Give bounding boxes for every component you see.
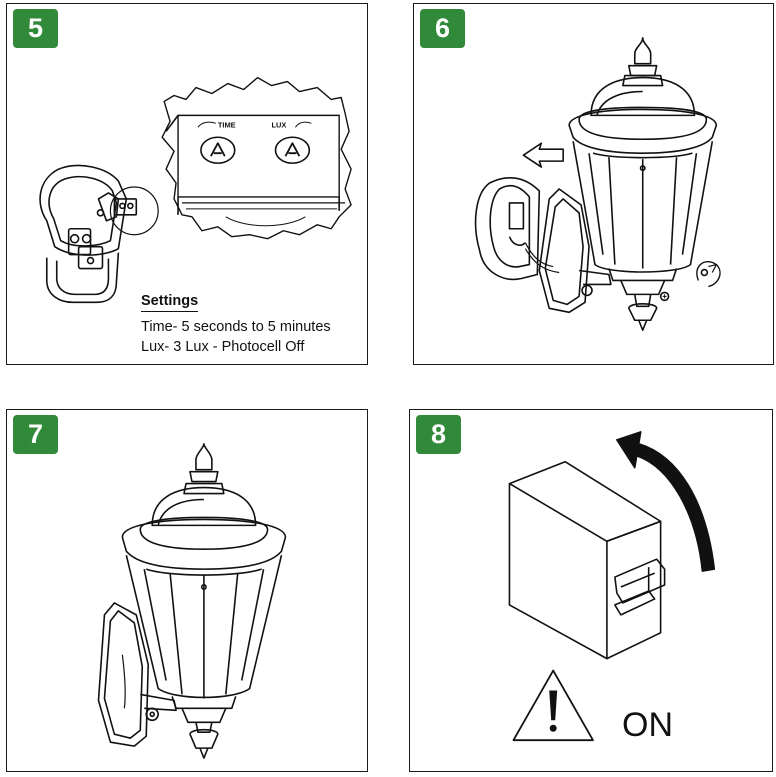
settings-heading: Settings — [141, 291, 199, 312]
lantern-assembly-illustration — [474, 37, 721, 331]
curved-arrow-icon — [616, 431, 716, 572]
warning-triangle-icon — [512, 669, 594, 742]
time-knob-label: TIME — [218, 120, 236, 129]
lux-knob-label: LUX — [272, 120, 287, 129]
settings-lux-line: Lux- 3 Lux - Photocell Off — [141, 339, 305, 355]
step-number-badge: 5 — [13, 9, 58, 48]
magnified-controls — [161, 76, 352, 240]
step-7-panel: 7 — [6, 409, 368, 772]
step-8-panel: 8 ON — [409, 409, 773, 772]
step-6-panel: 6 — [413, 3, 774, 365]
power-on-illustration — [508, 431, 716, 742]
step-5-panel: 5 — [6, 3, 368, 365]
breaker-box — [508, 460, 666, 660]
assembled-lantern-illustration — [97, 443, 287, 759]
step-number-badge: 6 — [420, 9, 465, 48]
sensor-settings-illustration: TIME LUX — [39, 76, 352, 304]
step-number-badge: 8 — [416, 415, 461, 454]
motion-sensor-housing — [39, 164, 138, 304]
power-on-label: ON — [622, 706, 673, 744]
settings-time-line: Time- 5 seconds to 5 minutes — [141, 319, 331, 335]
step-number-badge: 7 — [13, 415, 58, 454]
settings-text-block: Settings Time- 5 seconds to 5 minutes Lu… — [141, 291, 331, 357]
